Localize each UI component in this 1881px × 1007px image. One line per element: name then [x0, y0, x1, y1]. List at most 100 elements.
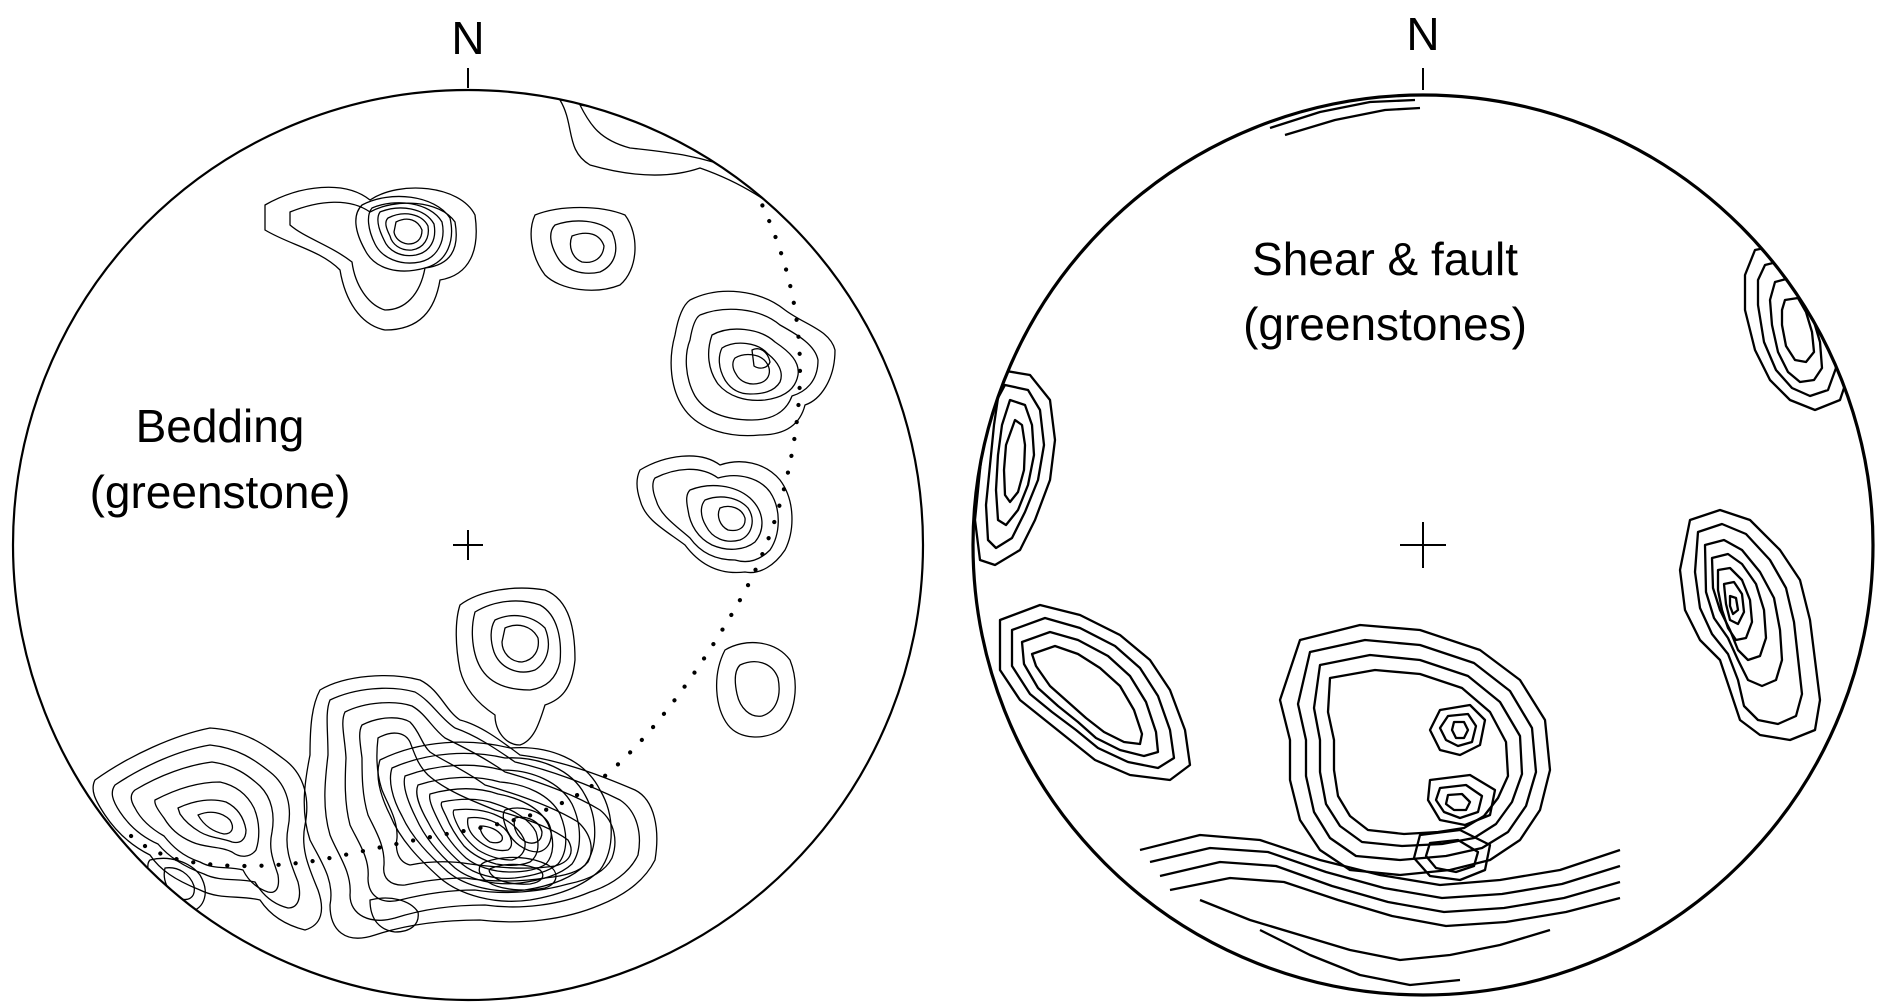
contour-line: [130, 761, 280, 894]
contour-line: [636, 455, 793, 574]
contour-line: [707, 328, 799, 402]
contour-line: [685, 308, 819, 421]
contour-set: [92, 99, 871, 939]
contour-set: [973, 95, 1852, 987]
contour-line: [1756, 258, 1838, 398]
stereonet-title-line-1: Bedding: [136, 400, 305, 452]
contour-line: [1149, 846, 1621, 900]
contour-line: [342, 702, 616, 902]
contour-line: [569, 232, 605, 264]
contour-line: [403, 764, 581, 885]
contour-line: [530, 206, 636, 291]
contour-line: [1169, 876, 1621, 928]
contour-line: [490, 614, 549, 673]
contour-line: [1444, 792, 1472, 812]
contour-line: [998, 603, 1192, 782]
contour-line: [264, 186, 477, 331]
contour-line: [303, 675, 658, 939]
contour-line: [1728, 594, 1740, 616]
contour-line: [92, 727, 323, 931]
primitive-circle: [11, 88, 925, 1002]
contour-line: [359, 717, 592, 886]
contour-line: [377, 741, 612, 902]
contour-line: [428, 788, 554, 873]
contour-line: [1428, 703, 1487, 757]
contour-line: [1424, 838, 1480, 874]
contour-line: [1269, 98, 1416, 130]
contour-line: [440, 798, 539, 866]
contour-line: [452, 808, 526, 861]
center-cross: [453, 530, 483, 560]
contour-line: [1450, 720, 1470, 740]
contour-line: [1259, 928, 1461, 987]
contour-line: [367, 202, 444, 264]
contour-line: [1438, 712, 1478, 748]
contour-line: [369, 897, 419, 933]
contour-line: [1278, 623, 1552, 877]
center-cross: [1400, 522, 1446, 568]
contour-line: [488, 863, 544, 885]
contour-line: [513, 816, 543, 844]
contour-line: [416, 776, 567, 880]
contour-line: [732, 353, 771, 385]
stereonet-shear-fault: N Shear & fault (greenstones): [971, 8, 1875, 997]
contour-line: [355, 195, 453, 272]
contour-line: [994, 398, 1036, 527]
stereonet-bedding: N Bedding (greenstone): [11, 12, 925, 1002]
stereonet-title-line-1: Shear & fault: [1252, 233, 1518, 285]
contour-line: [1139, 833, 1621, 887]
contour-line: [1434, 783, 1484, 820]
north-label: N: [1406, 8, 1439, 60]
contour-line: [389, 752, 596, 892]
north-label: N: [451, 12, 484, 64]
contour-line: [147, 857, 206, 913]
contour-line: [163, 867, 195, 901]
contour-line: [197, 811, 234, 835]
contour-line: [1722, 580, 1746, 626]
contour-line: [1296, 638, 1538, 862]
contour-line: [1326, 668, 1510, 836]
contour-line: [734, 661, 780, 717]
contour-line: [177, 799, 247, 844]
contour-line: [324, 687, 641, 921]
contour-line: [501, 624, 540, 663]
contour-line: [1030, 644, 1144, 746]
contour-line: [377, 207, 436, 257]
contour-line: [502, 807, 552, 853]
contour-line: [751, 348, 771, 369]
contour-line: [1284, 106, 1421, 137]
contour-line: [550, 220, 617, 274]
contour-line: [1780, 296, 1816, 364]
contour-line: [700, 496, 753, 542]
contour-line: [111, 744, 301, 909]
contour-line: [1693, 522, 1804, 726]
stereonet-title-line-2: (greenstones): [1243, 298, 1527, 350]
contour-line: [455, 587, 576, 746]
contour-line: [1678, 508, 1822, 742]
contour-line: [718, 342, 782, 395]
contour-line: [559, 99, 871, 301]
contour-line: [1412, 828, 1492, 882]
contour-line: [652, 468, 779, 563]
contour-line: [716, 641, 796, 738]
contour-line: [1426, 773, 1497, 827]
contour-line: [579, 104, 851, 251]
contour-line: [1710, 552, 1768, 662]
contour-line: [154, 781, 260, 857]
contour-line: [1020, 630, 1160, 758]
contour-line: [717, 505, 746, 532]
contour-line: [1002, 418, 1027, 504]
contour-line: [385, 213, 430, 251]
contour-line: [1703, 538, 1784, 688]
contour-line: [471, 600, 562, 691]
contour-line: [478, 856, 557, 891]
contour-line: [1010, 616, 1176, 770]
contour-line: [1199, 898, 1551, 962]
contour-line: [984, 383, 1046, 550]
contour-line: [393, 218, 423, 245]
contour-line: [686, 484, 763, 550]
contour-line: [479, 825, 504, 844]
contour-line: [1716, 566, 1754, 642]
